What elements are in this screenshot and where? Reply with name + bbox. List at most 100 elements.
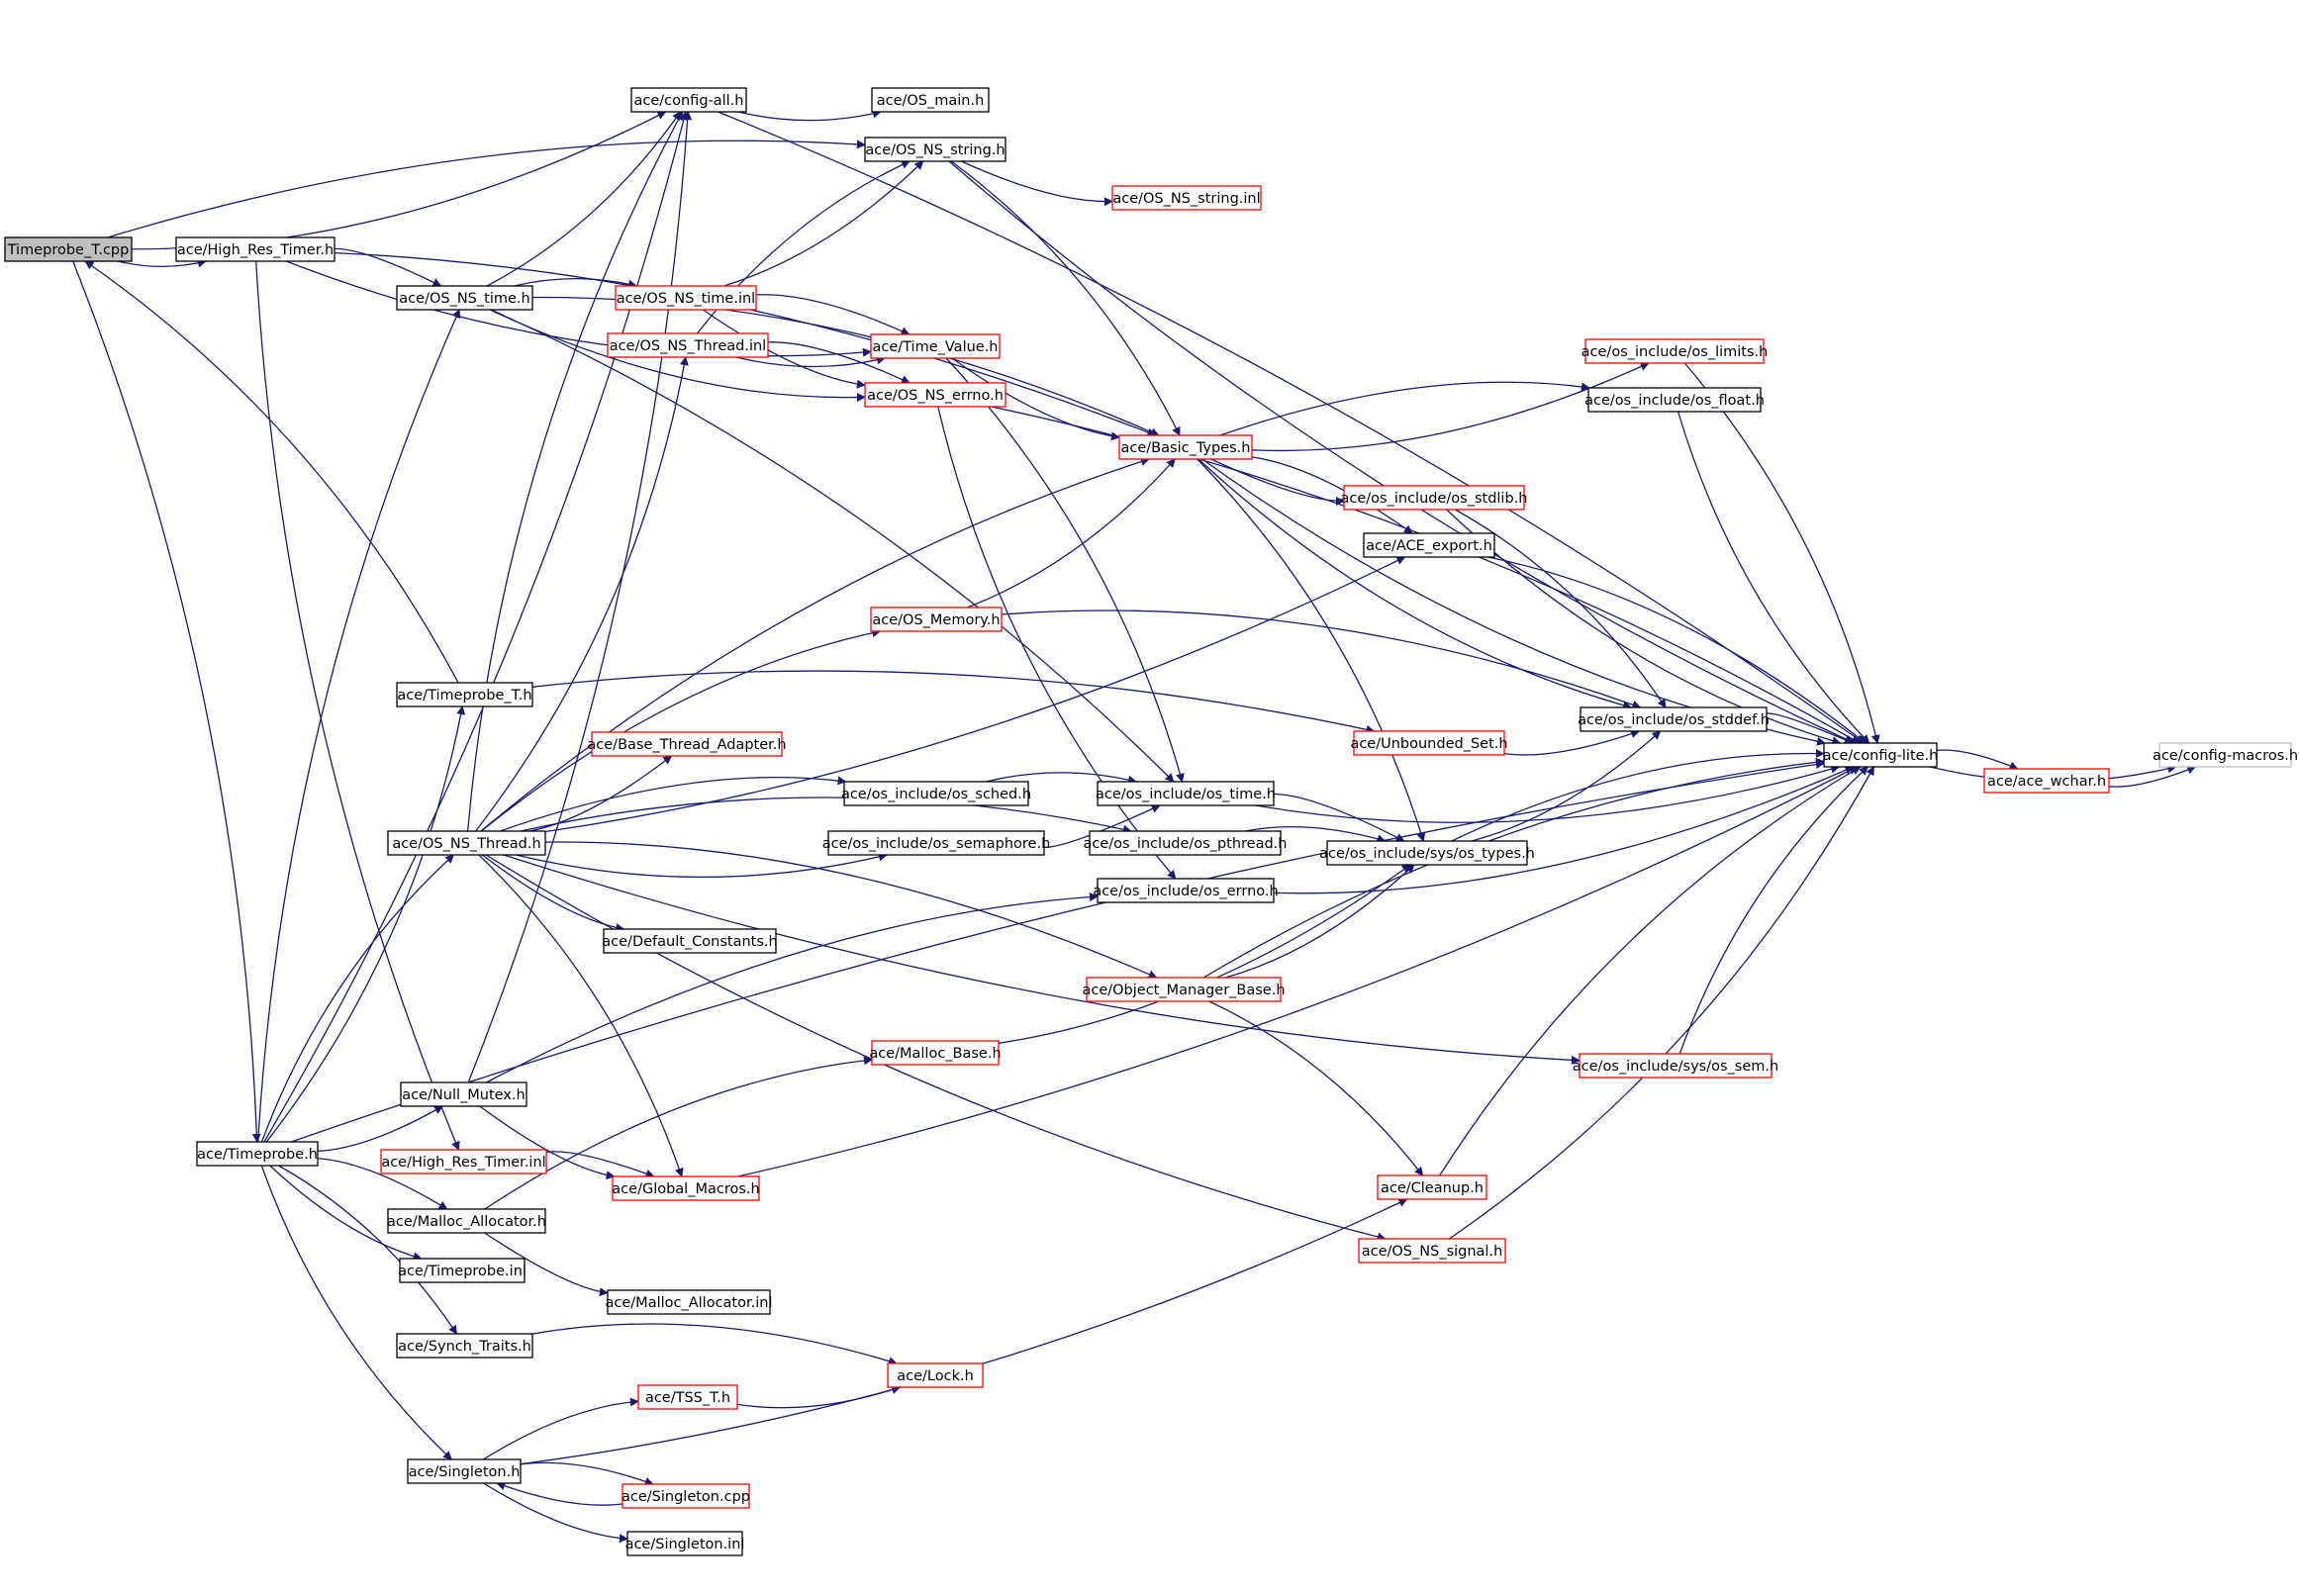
- edge-os_stdlib_h-to-os_stddef_h: [1455, 509, 1667, 708]
- node-os-ns-signal-h[interactable]: ace/OS_NS_signal.h: [1358, 1238, 1506, 1264]
- node-label: ace/os_include/sys/os_sem.h: [1573, 1059, 1778, 1075]
- node-label: ace/OS_NS_errno.h: [867, 388, 1004, 404]
- edge-os_ns_thread_h-to-object_manager_base_h: [544, 841, 1158, 979]
- node-tss-t-h[interactable]: ace/TSS_T.h: [637, 1384, 738, 1410]
- node-singleton-inl[interactable]: ace/Singleton.inl: [625, 1531, 745, 1556]
- node-basic-types-h[interactable]: ace/Basic_Types.h: [1118, 434, 1253, 460]
- node-box: [612, 1175, 760, 1201]
- edge-high_res_timer_inl-to-global_macros_h: [545, 1151, 655, 1178]
- node-box: [864, 137, 1006, 162]
- node-label: ace/config-macros.h: [2153, 748, 2298, 764]
- node-os-ns-time-inl[interactable]: ace/OS_NS_time.inl: [615, 285, 757, 311]
- node-null-mutex-h[interactable]: ace/Null_Mutex.h: [400, 1081, 527, 1107]
- node-config-macros-h[interactable]: ace/config-macros.h: [2153, 742, 2298, 768]
- edge-os_ns_string_h-to-config_lite_h: [948, 160, 1856, 744]
- node-config-all-h[interactable]: ace/config-all.h: [630, 87, 747, 113]
- node-time-value-h[interactable]: ace/Time_Value.h: [870, 333, 1001, 359]
- node-os-semaphore-h[interactable]: ace/os_include/os_semaphore.h: [822, 830, 1051, 856]
- node-os-ns-time-h[interactable]: ace/OS_NS_time.h: [396, 285, 533, 311]
- node-os-time-h[interactable]: ace/os_include/os_time.h: [1096, 781, 1276, 806]
- node-os-types-h[interactable]: ace/os_include/sys/os_types.h: [1319, 840, 1535, 866]
- node-high-res-timer-h[interactable]: ace/High_Res_Timer.h: [175, 236, 335, 262]
- edge-null_mutex_h-to-os_errno_h: [486, 892, 1099, 1083]
- node-os-ns-thread-inl[interactable]: ace/OS_NS_Thread.inl: [607, 332, 769, 358]
- edge-timeprobe_h-to-config_lite_h: [291, 760, 1825, 1143]
- node-high-res-timer-inl[interactable]: ace/High_Res_Timer.inl: [380, 1149, 547, 1174]
- edge-malloc_allocator_h-to-malloc_allocator_inl: [484, 1232, 609, 1297]
- node-box: [1823, 742, 1938, 768]
- edge-object_manager_base_h-to-os_types_h: [1225, 864, 1415, 979]
- node-base-thread-adapter-h[interactable]: ace/Base_Thread_Adapter.h: [587, 731, 787, 757]
- node-os-errno-h[interactable]: ace/os_include/os_errno.h: [1093, 878, 1279, 903]
- node-box: [396, 1333, 533, 1359]
- node-label: ace/Timeprobe.inl: [398, 1264, 527, 1279]
- edge-os_ns_time_h-to-config_all_h: [486, 111, 682, 287]
- edge-os_ns_thread_h-to-os_memory_h: [480, 628, 882, 832]
- node-label: ace/High_Res_Timer.inl: [381, 1155, 545, 1171]
- node-box: [630, 87, 747, 113]
- edge-os_ns_thread_h-to-base_thread_adapter_h: [528, 755, 673, 832]
- node-timeprobe-t-h[interactable]: ace/Timeprobe_T.h: [396, 682, 533, 707]
- node-timeprobe-inl[interactable]: ace/Timeprobe.inl: [398, 1258, 527, 1283]
- node-os-limits-h[interactable]: ace/os_include/os_limits.h: [1581, 338, 1769, 364]
- node-malloc-allocator-inl[interactable]: ace/Malloc_Allocator.inl: [606, 1289, 773, 1315]
- node-label: ace/Singleton.cpp: [622, 1489, 750, 1505]
- node-ace-export-h[interactable]: ace/ACE_export.h: [1363, 532, 1495, 558]
- node-malloc-base-h[interactable]: ace/Malloc_Base.h: [869, 1040, 1002, 1066]
- node-ace-wchar-h[interactable]: ace/ace_wchar.h: [1983, 768, 2110, 794]
- node-os-ns-string-inl[interactable]: ace/OS_NS_string.inl: [1111, 185, 1262, 211]
- node-os-main-h[interactable]: ace/OS_main.h: [871, 87, 990, 113]
- edge-os_stddef_h-to-config_lite_h: [1766, 712, 1854, 744]
- node-os-ns-string-h[interactable]: ace/OS_NS_string.h: [864, 137, 1006, 162]
- node-box: [400, 1081, 527, 1107]
- node-global-macros-h[interactable]: ace/Global_Macros.h: [612, 1175, 760, 1201]
- node-singleton-h[interactable]: ace/Singleton.h: [407, 1458, 522, 1484]
- edge-os_ns_thread_h-to-ace_export_h: [544, 556, 1406, 833]
- edge-timeprobe_h-to-os_ns_time_h: [257, 309, 461, 1143]
- edge-global_macros_h-to-config_lite_h: [737, 766, 1859, 1177]
- node-box: [407, 1458, 522, 1484]
- node-timeprobe-t-cpp[interactable]: Timeprobe_T.cpp: [4, 236, 133, 262]
- edge-null_mutex_h-to-global_macros_h: [479, 1105, 616, 1180]
- node-timeprobe-h[interactable]: ace/Timeprobe.h: [196, 1141, 319, 1167]
- node-label: ace/ACE_export.h: [1366, 538, 1492, 554]
- node-label: ace/config-lite.h: [1823, 748, 1939, 764]
- edge-basic_types_h-to-os_stddef_h: [1197, 458, 1633, 710]
- node-os-stddef-h[interactable]: ace/os_include/os_stddef.h: [1578, 706, 1770, 732]
- node-default-constants-h[interactable]: ace/Default_Constants.h: [602, 928, 778, 954]
- node-box: [887, 1362, 984, 1388]
- node-os-float-h[interactable]: ace/os_include/os_float.h: [1584, 387, 1765, 413]
- node-config-lite-h[interactable]: ace/config-lite.h: [1823, 742, 1939, 768]
- node-label: ace/Default_Constants.h: [602, 934, 777, 950]
- node-label: ace/os_include/os_stddef.h: [1578, 712, 1770, 728]
- edge-null_mutex_h-to-config_all_h: [467, 111, 693, 1083]
- node-unbounded-set-h[interactable]: ace/Unbounded_Set.h: [1350, 730, 1508, 756]
- edge-os_ns_thread_h-to-os_semaphore_h: [516, 852, 888, 879]
- node-malloc-allocator-h[interactable]: ace/Malloc_Allocator.h: [387, 1208, 546, 1234]
- node-box: [387, 830, 546, 856]
- node-box: [1097, 878, 1275, 903]
- node-object-manager-base-h[interactable]: ace/Object_Manager_Base.h: [1082, 977, 1286, 1002]
- node-singleton-cpp[interactable]: ace/Singleton.cpp: [622, 1483, 750, 1509]
- node-box: [2158, 742, 2292, 768]
- node-box: [399, 1258, 526, 1283]
- edge-timeprobe_t_cpp-to-high_res_timer_h: [117, 258, 207, 268]
- node-os-ns-errno-h[interactable]: ace/OS_NS_errno.h: [864, 382, 1006, 408]
- node-os-sem-h[interactable]: ace/os_include/sys/os_sem.h: [1573, 1053, 1778, 1079]
- edge-timeprobe_t_h-to-timeprobe_t_cpp: [84, 260, 459, 684]
- node-label: ace/config-all.h: [633, 93, 743, 109]
- node-os-memory-h[interactable]: ace/OS_Memory.h: [870, 607, 1003, 632]
- node-lock-h[interactable]: ace/Lock.h: [887, 1362, 984, 1388]
- node-os-stdlib-h[interactable]: ace/os_include/os_stdlib.h: [1341, 485, 1528, 511]
- node-label: ace/ace_wchar.h: [1987, 774, 2106, 790]
- node-os-ns-thread-h[interactable]: ace/OS_NS_Thread.h: [387, 830, 546, 856]
- node-os-pthread-h[interactable]: ace/os_include/os_pthread.h: [1084, 830, 1288, 856]
- node-label: Timeprobe_T.cpp: [7, 242, 130, 258]
- edge-timeprobe_t_h-to-unbounded_set_h: [531, 670, 1376, 734]
- edge-os_memory_h-to-basic_types_h: [966, 458, 1176, 609]
- node-cleanup-h[interactable]: ace/Cleanup.h: [1377, 1174, 1487, 1200]
- node-box: [1584, 338, 1765, 364]
- node-box: [4, 236, 133, 262]
- node-synch-traits-h[interactable]: ace/Synch_Traits.h: [396, 1333, 533, 1359]
- node-os-sched-h[interactable]: ace/os_include/os_sched.h: [841, 781, 1031, 806]
